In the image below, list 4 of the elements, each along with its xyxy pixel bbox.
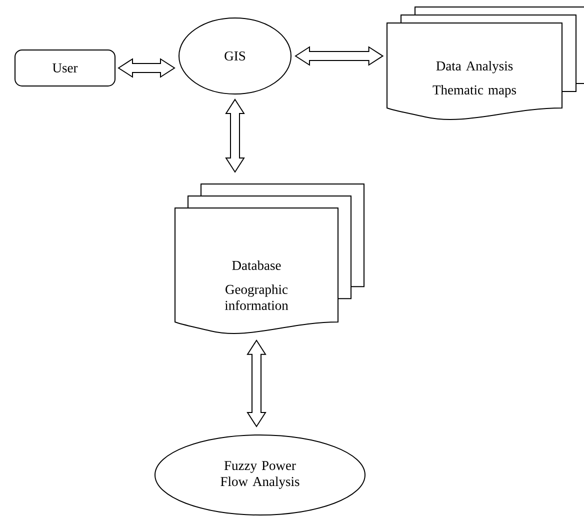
block-arrow (225, 98, 245, 173)
process-box: User (14, 49, 116, 86)
multi-document: Database Geographic information (174, 184, 364, 334)
multi-document: Data Analysis Thematic maps (386, 6, 584, 120)
